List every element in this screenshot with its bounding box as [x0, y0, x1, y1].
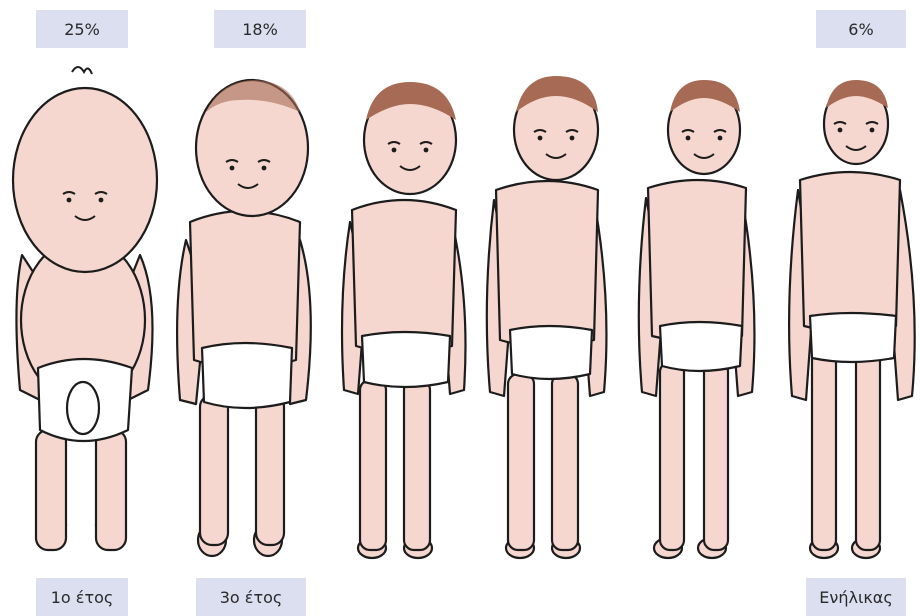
figure-older-child [487, 76, 607, 558]
figure-infant [13, 67, 157, 550]
figure-adult [789, 80, 915, 558]
figure-toddler [177, 80, 311, 556]
figure-child [342, 82, 466, 558]
figure-preteen [639, 80, 755, 558]
